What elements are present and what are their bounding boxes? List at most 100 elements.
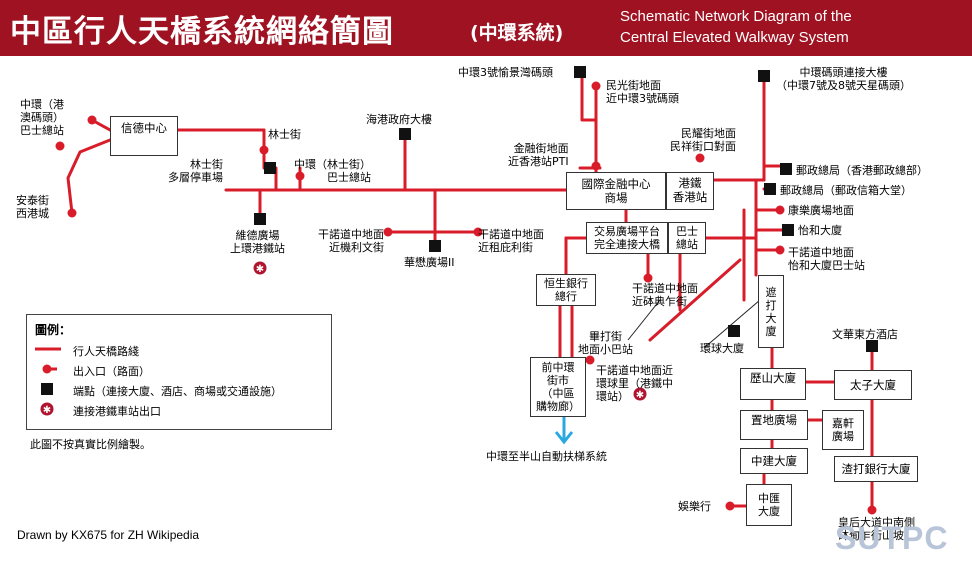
label-queens-road: 皇后大道中南側 砵甸乍街山坡 [838,516,915,542]
title-english-line1: Schematic Network Diagram of the [620,8,852,25]
escalator-arrow [554,416,574,445]
exit-ferry-bus-west [55,141,65,151]
label-entertainment: 娛樂行 [678,500,711,513]
route-hk-station-east [712,164,782,182]
legend-title: 圖例： [35,323,72,337]
endpoint-mandarin [866,340,878,352]
endpoint-jardine [782,224,794,236]
endpoint-wing-on [429,240,441,252]
label-jardine: 怡和大廈 [798,224,842,237]
label-des-voeux-jardine: 干諾道中地面 怡和大廈巴士站 [788,246,865,272]
label-escalator: 中環至半山自動扶梯系統 [486,450,607,463]
label-ferry-bus: 中環（港 澳碼頭） 巴士總站 [20,98,64,137]
box-gloucester-tower: 嘉軒 廣場 [822,410,864,450]
exit-entertainment [725,501,735,511]
legend-walkway-label: 行人天橋路綫 [73,345,139,358]
exit-on-tai [67,208,77,218]
box-princes-building: 太子大廈 [834,370,912,400]
leader-lines [627,299,761,349]
exit-ifc-pti [591,161,601,171]
route-ifc-north [580,75,598,182]
walkway-routes [66,75,874,512]
label-worldwide: 環球大廈 [700,342,744,355]
endpoint-lambert-car [264,162,276,174]
label-ifc-pier3: 中環3號愉景灣碼頭 [458,66,553,79]
box-chater-house: 遮 打 大 廈 [758,275,784,348]
label-des-voeux-jubilee: 干諾道中地面 近砵典乍街 [632,282,698,308]
legend-endpoint-square [41,383,53,395]
label-pier-link: 中環碼頭連接大樓 （中環7號及8號天星碼頭） [776,66,911,92]
endpoint-pier-link [758,70,770,82]
label-lambert-car: 林士街 多層停車場 [168,158,223,184]
legend: 圖例： ✱ 行人天橋路綫 出入口（路面） 端點（連接大廈、酒店、商場或交通設施）… [26,314,332,430]
exit-lambert [259,145,269,155]
exit-des-voeux-jubilee [643,273,653,283]
label-pedder-bus: 畢打街 地面小巴站 [578,330,633,356]
exit-des-voeux-wwh [585,355,595,365]
exit-points [55,81,877,515]
label-gpo-old: 郵政總局（郵政信箱大堂） [780,184,912,197]
box-exchange-square: 交易廣場平台 完全連接大橋 [586,222,668,254]
label-central-bus: 中環（林士街） 巴士總站 [294,158,371,184]
svg-text:✱: ✱ [43,405,51,416]
label-des-voeux-cheung: 干諾道中地面 近租庇利街 [478,228,544,254]
exit-man-kwong [591,81,601,91]
exit-queens-road [867,505,877,515]
label-ifc-pti: 金融街地面 近香港站PTI [508,142,569,168]
route-shun-tak-ontai [66,138,112,215]
box-standard-chartered: 渣打銀行大廈 [834,456,918,482]
svg-text:✱: ✱ [256,264,264,275]
label-mandarin: 文華東方酒店 [832,328,898,341]
box-hang-seng: 恒生銀行 總行 [536,274,596,306]
exit-man-yiu [695,153,705,163]
legend-mtr-label: 連接港鐵車站出口 [73,405,161,418]
legend-symbols: ✱ [35,347,61,416]
endpoint-gpo-hk [780,163,792,175]
box-bus-terminus: 巴士 總站 [668,222,706,254]
endpoint-govt-hq [399,128,411,140]
legend-endpoint-label: 端點（連接大廈、酒店、商場或交通設施） [73,385,282,398]
label-connaught-place: 康樂廣場地面 [788,204,854,217]
endpoint-gpo-old [764,183,776,195]
label-lambert: 林士街 [268,128,301,141]
box-hk-station: 港鐵 香港站 [666,172,714,210]
route-worldwide [648,258,742,342]
exit-central-bus [295,171,305,181]
box-landmark: 置地廣場 [740,410,808,440]
exit-connaught-place [775,205,785,215]
box-central-building: 中匯 大廈 [746,484,792,526]
exit-des-voeux-jardine [775,245,785,255]
label-wing-on: 華懋廣場II [404,256,455,269]
box-central-market: 前中環 街市 （中區 購物廊） [530,357,586,417]
label-vicwood: 維德廣場 上環港鐵站 [230,229,285,255]
label-des-voeux-kwong: 干諾道中地面 近機利文街 [318,228,384,254]
box-alexandra-house: 歷山大廈 [740,368,806,400]
legend-mtr-icon [40,402,54,416]
exit-des-voeux-kwong [383,227,393,237]
mtr-icon-wwh: ✱ [633,387,647,401]
credit-line: Drawn by KX675 for ZH Wikipedia [17,528,200,542]
mtr-icon-vicwood: ✱ [253,261,267,275]
title-english-line2: Central Elevated Walkway System [620,29,849,46]
endpoint-worldwide [728,325,740,337]
label-des-voeux-wwh: 干諾道中地面近 環球里（港鐵中 環站） [596,364,673,403]
watermark-logo: SUTPC [835,520,949,556]
legend-exit-label: 出入口（路面） [73,365,150,378]
label-man-kwong: 民光街地面 近中環3號碼頭 [606,79,679,105]
title-banner [0,0,972,56]
endpoint-vicwood [254,213,266,225]
endpoint-markers [254,66,878,352]
title-subtitle: (中環系統) [470,22,564,44]
exit-ferry-bus [87,115,97,125]
label-on-tai: 安泰街 西港城 [16,194,49,220]
label-govt-hq: 海港政府大樓 [366,113,432,126]
title-chinese: 中區行人天橋系統網絡簡圖 [10,14,394,50]
label-gpo-hk: 郵政總局（香港郵政總部） [796,164,928,177]
endpoint-ifc-pier3 [574,66,586,78]
scale-note: 此圖不按真實比例繪製。 [30,438,151,451]
box-ifc-mall: 國際金融中心 商場 [566,172,666,210]
legend-exit-dot [42,364,52,374]
box-china-building: 中建大廈 [740,448,808,474]
svg-text:✱: ✱ [636,390,644,401]
